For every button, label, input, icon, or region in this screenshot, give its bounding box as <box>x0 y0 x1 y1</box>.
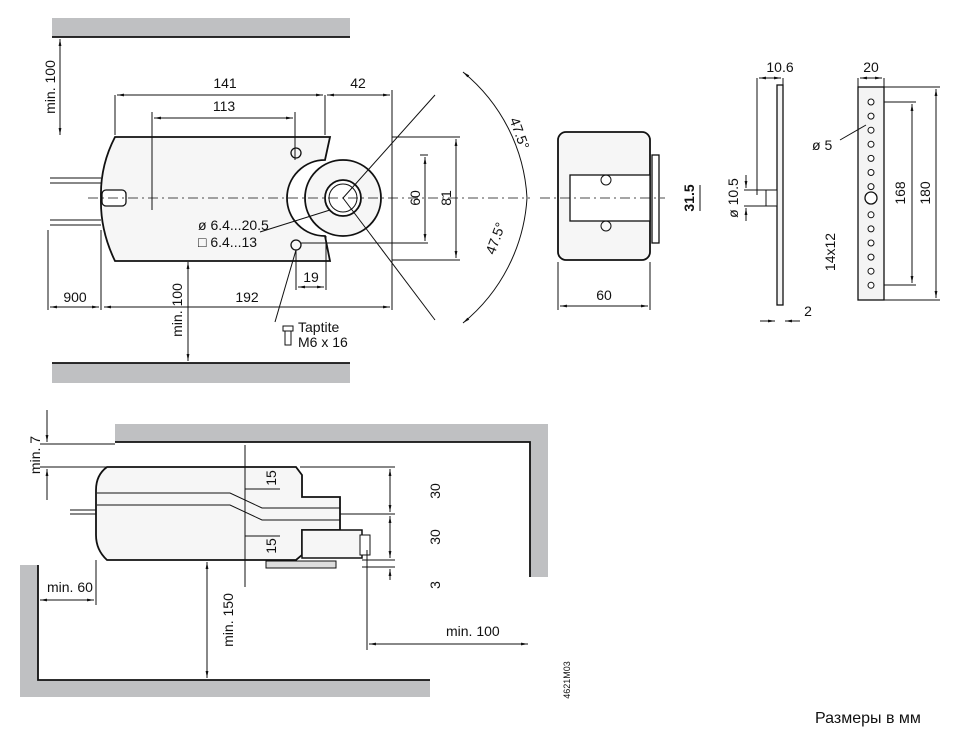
strip-hole <box>867 98 875 106</box>
shaft-square: □ 6.4...13 <box>198 234 257 250</box>
caption: Размеры в мм <box>815 710 921 727</box>
screw-size: M6 x 16 <box>298 334 348 350</box>
strip-view: 20 ø 5 168 180 14x12 <box>812 59 940 301</box>
clearance-left: min. 60 <box>47 579 93 595</box>
dim-900: 900 <box>63 289 87 305</box>
dim-60-side: 60 <box>596 287 612 303</box>
strip-hole <box>867 140 875 148</box>
strip-holes <box>867 98 875 289</box>
dim-81: 81 <box>438 190 454 206</box>
shaft-round: ø 6.4...20.5 <box>198 217 269 233</box>
mounting-strip <box>857 86 885 301</box>
dim-19: 19 <box>303 269 319 285</box>
strip-hole <box>867 126 875 134</box>
dim-141: 141 <box>213 75 237 91</box>
strip-hole <box>867 253 875 261</box>
bracket-plate <box>776 84 784 306</box>
clearance-top-bottom-view: min. 7 <box>27 436 43 474</box>
hole-diameter: ø 5 <box>812 137 832 153</box>
clearance-right: min. 100 <box>446 623 500 639</box>
drawing-id: 4621M03 <box>562 661 572 699</box>
actuator-body-top <box>100 136 332 262</box>
screw-name: Taptite <box>298 319 339 335</box>
hole-pitch: 14x12 <box>822 233 838 271</box>
dim-30-b: 30 <box>427 529 443 545</box>
screw-icon <box>284 330 292 346</box>
dim-113: 113 <box>213 98 236 114</box>
side-view: 60 31.5 <box>540 131 701 310</box>
dim-10-6: 10.6 <box>766 59 793 75</box>
strip-hole <box>867 225 875 233</box>
wall-bottom-left <box>20 565 430 697</box>
strip-hole <box>867 211 875 219</box>
clearance-top: min. 100 <box>42 60 58 114</box>
strip-hole <box>867 154 875 162</box>
top-view: 141 42 113 min. 100 900 192 min. 100 19 … <box>42 18 533 383</box>
bracket-view: 10.6 ø 10.5 2 <box>725 59 812 323</box>
strip-hole <box>867 281 875 289</box>
dim-15-a: 15 <box>263 470 279 486</box>
strip-hole <box>867 239 875 247</box>
dim-10-5: ø 10.5 <box>725 178 741 218</box>
dim-3: 3 <box>427 581 443 589</box>
wall-top <box>52 18 350 37</box>
dim-60: 60 <box>407 190 423 206</box>
wall-bottom <box>52 363 350 383</box>
strip-hole <box>867 183 875 191</box>
mounting-hole <box>290 147 302 159</box>
clearance-bottom: min. 100 <box>169 283 185 337</box>
dim-192: 192 <box>235 289 259 305</box>
clearance-bottom-bottom-view: min. 150 <box>220 593 236 647</box>
dim-30-a: 30 <box>427 483 443 499</box>
dim-31-5: 31.5 <box>681 184 697 211</box>
dim-42: 42 <box>350 75 366 91</box>
strip-hole <box>867 169 875 176</box>
strip-hole <box>867 112 875 120</box>
dim-168: 168 <box>892 181 908 205</box>
dim-15-b: 15 <box>263 538 279 554</box>
dim-20: 20 <box>863 59 879 75</box>
bottom-view: min. 7 min. 60 min. 150 min. 100 15 15 3… <box>20 410 572 699</box>
angle-lower: 47.5° <box>482 220 508 256</box>
cable-icon <box>50 177 101 226</box>
strip-hole <box>867 267 875 275</box>
dim-2: 2 <box>804 303 812 319</box>
wall-top-right <box>115 424 548 577</box>
dim-180: 180 <box>917 181 933 205</box>
